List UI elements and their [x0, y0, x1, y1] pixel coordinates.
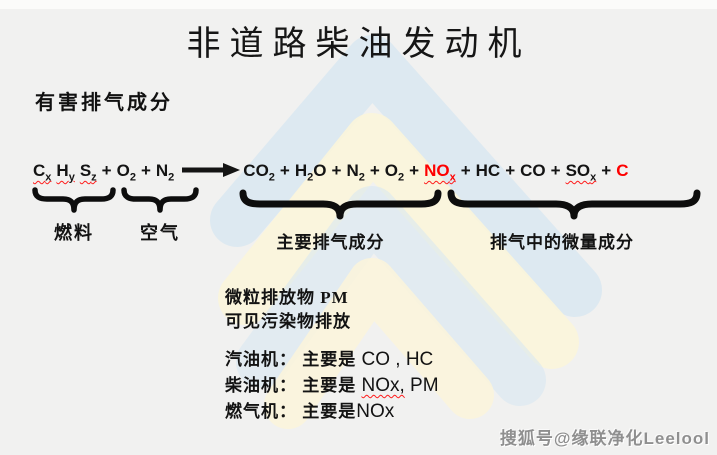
equation-term: H2O — [294, 161, 327, 184]
label-fuel: 燃料 — [54, 223, 94, 243]
plus-sign: + — [550, 161, 561, 180]
equation-term: Sz — [79, 161, 97, 184]
diesel-engine-line: 柴油机： 主要是 NOx, PM — [225, 375, 439, 396]
label-air: 空气 — [140, 223, 180, 243]
plus-sign: + — [369, 161, 380, 180]
plus-sign: + — [601, 161, 612, 180]
plus-sign: + — [331, 161, 342, 180]
label-main-exhaust: 主要排气成分 — [276, 233, 385, 252]
equation-term: O2 — [116, 161, 136, 184]
equation-term: CO2 — [243, 161, 275, 184]
note-pm: 微粒排放物 PM — [225, 288, 349, 307]
plus-sign: + — [460, 161, 471, 180]
equation-term: CO — [520, 161, 546, 180]
plus-sign: + — [101, 161, 112, 180]
note-visible-pollutants: 可见污染物排放 — [225, 312, 351, 331]
reaction-arrow-icon — [182, 162, 241, 182]
plus-sign: + — [140, 161, 151, 180]
gasoline-pollutants: CO , HC — [361, 349, 434, 370]
engine-summary: 汽油机： 主要是 CO , HC 柴油机： 主要是 NOx, PM 燃气机： 主… — [225, 347, 439, 425]
gas-engine-line: 燃气机： 主要是NOx — [225, 401, 395, 422]
particulate-notes: 微粒排放物 PM 可见污染物排放 — [225, 286, 351, 334]
underbrace-fuel-icon — [32, 187, 116, 213]
underbrace-trace-icon — [447, 189, 701, 220]
chemical-equation: Cx Hy Sz + O2 + N2 CO2 + H2O + N2 + O2 +… — [33, 161, 628, 183]
equation-term: N2 — [346, 161, 365, 184]
equation-term: N2 — [155, 161, 175, 184]
page-title: 非道路柴油发动机 — [186, 26, 531, 63]
sohu-watermark: 搜狐号@缘联净化Leelool — [499, 429, 710, 448]
equation-term-carbon: C — [616, 161, 629, 180]
underbrace-main-icon — [239, 189, 442, 220]
underbrace-air-icon — [121, 187, 199, 213]
plus-sign: + — [505, 161, 516, 180]
diesel-pm: PM — [404, 375, 439, 396]
section-heading: 有害排气成分 — [35, 92, 173, 114]
equation-term: Cx — [33, 161, 52, 184]
equation-term: Hy — [56, 161, 75, 184]
label-trace-exhaust: 排气中的微量成分 — [490, 233, 634, 252]
gasoline-engine-line: 汽油机： 主要是 CO , HC — [225, 349, 434, 370]
equation-term-sox: SOx — [565, 161, 597, 184]
equation-term: O2 — [384, 161, 405, 184]
equation-term-nox: NOx — [424, 161, 456, 184]
diesel-nox: NOx, — [361, 375, 405, 396]
top-strip — [0, 0, 717, 9]
plus-sign: + — [279, 161, 290, 180]
plus-sign: + — [409, 161, 420, 180]
equation-term: HC — [475, 161, 501, 180]
gas-pollutants: NOx — [356, 401, 395, 422]
